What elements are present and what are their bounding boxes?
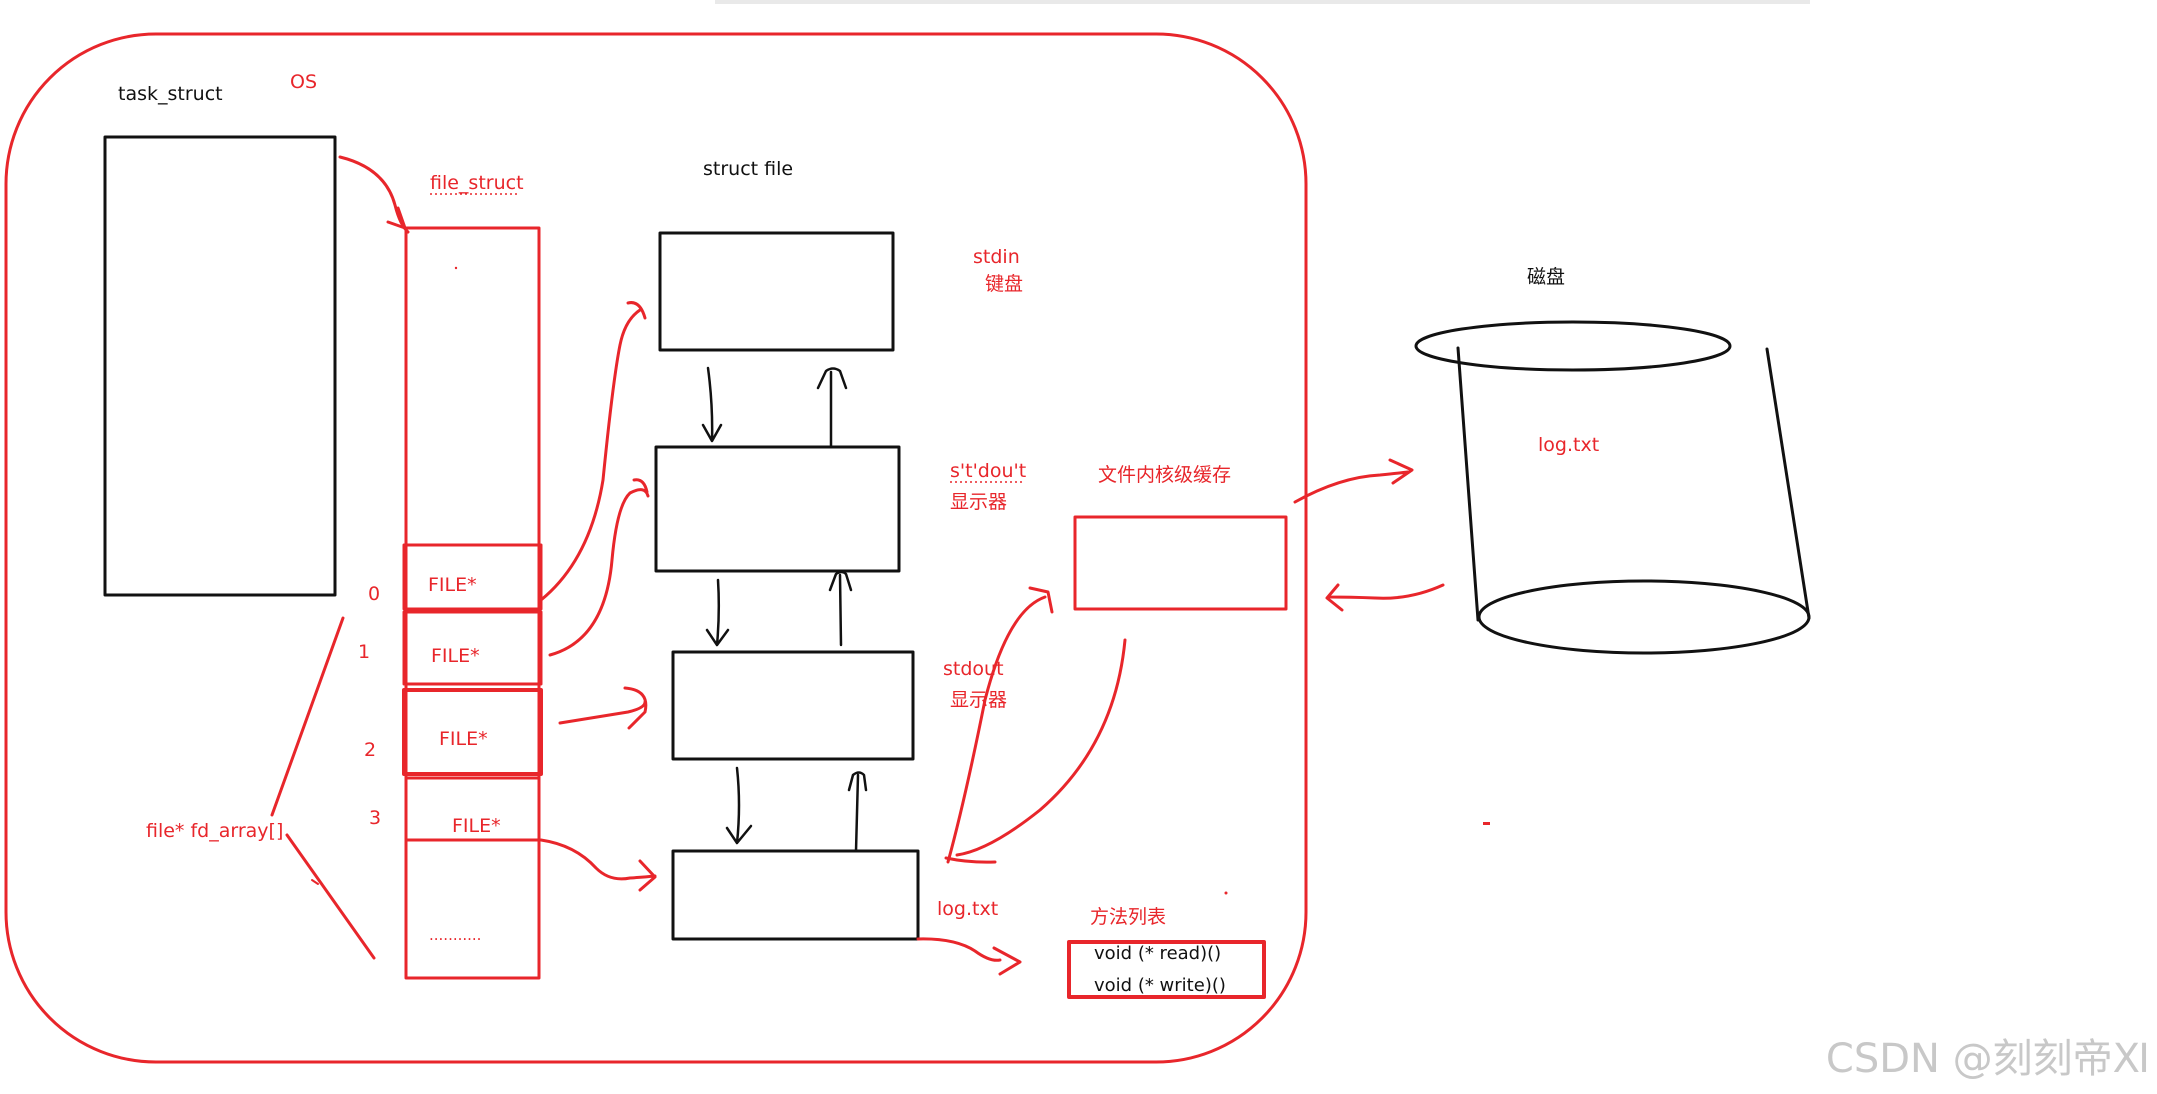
slot3-to-log <box>539 838 657 892</box>
label-slot-1: FILE* <box>431 645 480 667</box>
os-boundary <box>4 32 1308 1064</box>
arrow-down-1 <box>701 366 723 443</box>
slot-0 <box>402 543 543 611</box>
label-disk: 磁盘 <box>1527 266 1565 288</box>
disk-top <box>1414 320 1732 372</box>
label-fd-3: 3 <box>369 807 381 829</box>
label-slot-3: FILE* <box>452 815 501 837</box>
file-box-stdout-2 <box>671 650 915 761</box>
arrow-up-3 <box>847 771 868 853</box>
bracket-tick <box>311 879 319 885</box>
task-to-files-hook <box>386 206 407 230</box>
top-strip <box>715 0 1810 4</box>
label-method-read: void (* read)() <box>1094 943 1221 964</box>
file-box-stdin <box>658 231 895 352</box>
buffer-to-log <box>944 638 1127 864</box>
disk-to-buffer <box>1325 583 1445 612</box>
slot-1 <box>402 610 543 686</box>
buffer-to-disk <box>1293 458 1414 504</box>
fd-array-bracket-lower <box>285 833 376 960</box>
disk-side-right <box>1765 347 1811 620</box>
arrow-down-2 <box>705 578 730 647</box>
stray-mark-2 <box>1224 891 1228 895</box>
label-fd-array: file* fd_array[] <box>146 820 283 842</box>
task-struct-box <box>103 135 337 597</box>
label-dots: ........... <box>429 926 481 944</box>
label-slot-2: FILE* <box>439 728 488 750</box>
log-to-methods <box>916 937 1022 976</box>
label-log-file: log.txt <box>937 898 998 920</box>
label-stdout-misspelled: s't'dou't <box>950 460 1026 482</box>
file-struct-column <box>404 226 541 980</box>
label-stdout: stdout <box>943 658 1004 680</box>
slot2-to-stdout2 <box>558 686 648 730</box>
method-list-box <box>1067 940 1266 999</box>
label-display-2: 显示器 <box>950 689 1007 711</box>
label-struct-file: struct file <box>703 158 793 180</box>
label-fd-0: 0 <box>368 583 380 605</box>
file-box-log <box>671 849 920 941</box>
disk-side-left <box>1456 346 1480 622</box>
fd-array-bracket-upper <box>270 616 345 817</box>
slot1-to-stdout1 <box>548 478 650 657</box>
slot-2 <box>402 688 543 776</box>
label-display-1: 显示器 <box>950 491 1007 513</box>
disk-bottom <box>1477 579 1811 655</box>
arrow-down-3 <box>725 766 753 845</box>
label-fd-1: 1 <box>358 641 370 663</box>
label-slot-0: FILE* <box>428 574 477 596</box>
label-task-struct: task_struct <box>118 83 223 105</box>
watermark: CSDN @刻刻帝Ⅺ <box>1826 1036 2150 1082</box>
label-file-struct: file_struct <box>430 172 524 194</box>
arrow-up-2 <box>828 570 853 647</box>
label-os: OS <box>290 71 317 93</box>
task-to-files-curve <box>338 155 410 234</box>
kernel-buffer-box <box>1073 515 1288 611</box>
slot0-to-stdin <box>539 301 647 602</box>
label-method-write: void (* write)() <box>1094 975 1226 996</box>
label-stdin: stdin <box>973 246 1020 268</box>
slot-3 <box>404 776 541 842</box>
label-keyboard: 键盘 <box>985 273 1023 295</box>
arrow-up-1 <box>816 367 848 449</box>
label-fd-2: 2 <box>364 739 376 761</box>
stray-mark-1 <box>1483 822 1490 825</box>
speck <box>454 266 458 270</box>
file-box-stdout-1 <box>654 445 901 573</box>
label-disk-file: log.txt <box>1538 434 1599 456</box>
label-method-list: 方法列表 <box>1090 906 1166 928</box>
log-to-buffer <box>946 586 1054 864</box>
label-kernel-buffer: 文件内核级缓存 <box>1098 464 1231 486</box>
